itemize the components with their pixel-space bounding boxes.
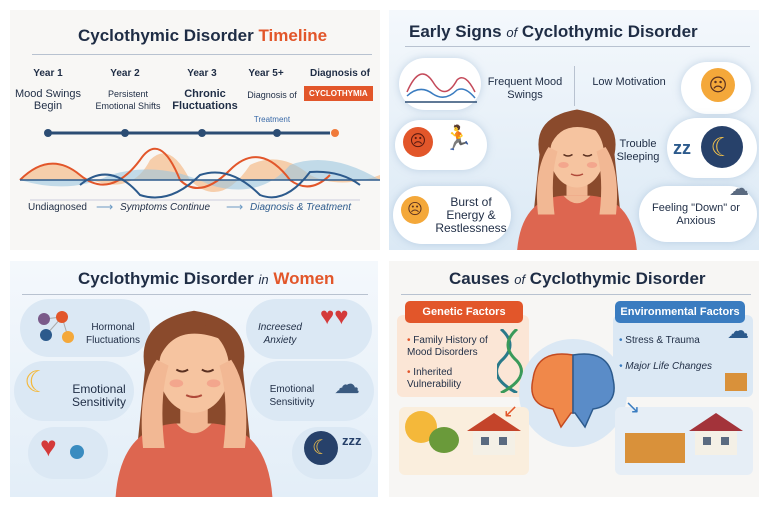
divider (405, 46, 750, 47)
early-signs-panel: Early Signs of Cyclothymic Disorder Freq… (389, 10, 759, 250)
arrow-icon: ⟶ (226, 200, 244, 214)
divider (22, 294, 368, 295)
timeline-graphic (19, 129, 380, 201)
flow-symptoms: Symptoms Continue (120, 202, 211, 213)
sensitivity-cloud-left (14, 361, 134, 421)
title-main: Cyclothymic Disorder (78, 269, 254, 288)
divider (32, 54, 372, 55)
title-of: of (506, 25, 518, 40)
stage-year: Year 1 (33, 68, 63, 79)
night-cloud-icon: ☁ (334, 369, 360, 399)
sign-low-motivation: Low Motivation (592, 76, 666, 88)
environmental-item: • Stress & Trauma (619, 335, 700, 346)
women-title: Cyclothymic Disorder in Women (78, 269, 334, 289)
worried-face-icon: ☹ (401, 196, 429, 224)
cyclothymia-badge: CYCLOTHYMIA (304, 86, 373, 101)
environmental-item-text: Stress & Trauma (625, 335, 700, 346)
title-b: Cyclothymic Disorder (521, 22, 698, 41)
moon-icon: ☾ (701, 126, 743, 168)
brain-icon (531, 353, 615, 429)
house-icon (689, 413, 743, 455)
timeline-dot (44, 129, 52, 137)
stage-sub: Treatment (253, 115, 291, 124)
timeline-dot (198, 129, 206, 137)
heart-icon: ♥♥ (320, 303, 349, 330)
timeline-title: Cyclothymic Disorder Timeline (78, 26, 327, 46)
timeline-dot (331, 129, 339, 137)
house-icon (467, 413, 521, 455)
divider (401, 294, 751, 295)
item-hormonal: Hormonal Fluctuations (86, 322, 140, 346)
stage-desc: Persistent Emotional Shifts (95, 89, 161, 111)
storm-cloud-icon: ☁ (729, 178, 749, 200)
arrow-icon: ↙ (503, 401, 519, 421)
moon-icon: ☾ (304, 431, 338, 465)
title-a: Early Signs (409, 22, 502, 41)
zzz-icon: zzz (342, 433, 362, 448)
heartbeat-icon: ♥ (40, 431, 57, 462)
woman-illustration (516, 108, 638, 250)
sign-feeling-down: Feeling "Down" or Anxious (652, 202, 740, 227)
stage-desc: Diagnosis of (247, 90, 297, 100)
storm-cloud-icon: ☁ (727, 318, 749, 343)
genetic-header: Genetic Factors (405, 301, 523, 323)
running-person-icon: 🏃 (443, 125, 473, 152)
anxious-cloud (639, 186, 757, 242)
item-sensitivity-left: Emotional Sensitivity (71, 382, 127, 409)
environmental-item-text: Major Life Changes (625, 361, 713, 372)
title-accent: Women (273, 269, 335, 288)
stage-year: Year 5+ (248, 68, 284, 79)
environmental-item: • Major Life Changes (619, 361, 713, 372)
zzz-icon: zz (673, 138, 691, 158)
sad-face-icon: ☹ (701, 68, 735, 102)
timeline-panel: Cyclothymic Disorder Timeline Year 1 Yea… (10, 10, 380, 250)
vertical-divider (574, 66, 575, 106)
sensitivity-cloud-right (250, 361, 374, 421)
timeline-dot (121, 129, 129, 137)
dna-icon (497, 329, 523, 393)
early-signs-title: Early Signs of Cyclothymic Disorder (409, 22, 698, 42)
anxiety-cloud (246, 299, 372, 359)
item-anxiety: Increesed Anxiety (258, 322, 302, 346)
title-a: Causes (449, 269, 510, 288)
boxes-icon (625, 433, 685, 463)
stage-year: Year 2 (110, 68, 140, 79)
sign-trouble-sleeping: Trouble Sleeping (616, 138, 660, 163)
title-in: in (258, 272, 269, 287)
arrow-icon: ↘ (625, 397, 641, 417)
causes-title: Causes of Cyclothymic Disorder (449, 269, 706, 289)
genetic-item: • Inherited Vulnerability (407, 367, 462, 390)
stage-desc: Chronic Fluctuations (172, 88, 238, 112)
moving-box-icon (725, 373, 747, 391)
genetic-item: • Family History of Mood Disorders (407, 335, 488, 358)
angry-face-icon: ☹ (403, 127, 433, 157)
molecule-icon (38, 311, 74, 343)
flow-diagnosis: Diagnosis & Treatment (250, 202, 351, 213)
flow-undiagnosed: Undiagnosed (28, 202, 87, 213)
sign-energy: Burst of Energy & Restlessness (435, 195, 507, 235)
moon-icon: ☾ (24, 366, 51, 399)
title-main: Cyclothymic Disorder (78, 26, 254, 45)
arrow-icon: ⟶ (96, 200, 114, 214)
item-sensitivity-right: Emotional Sensitivity (269, 384, 315, 408)
title-b: Cyclothymic Disorder (529, 269, 706, 288)
hormonal-cloud (20, 299, 150, 357)
causes-panel: Causes of Cyclothymic Disorder Genetic F… (389, 261, 759, 497)
heart-cloud-left (28, 427, 108, 479)
mood-chart-icon (405, 73, 477, 103)
genetic-item-text: Family History of Mood Disorders (407, 335, 488, 358)
stage-desc: Mood Swings Begin (14, 88, 82, 112)
timeline-dot (273, 129, 281, 137)
pill-icon (70, 445, 84, 459)
genetic-item-text: Inherited Vulnerability (407, 367, 462, 390)
title-accent: Timeline (258, 26, 328, 45)
title-of: of (514, 272, 526, 287)
final-label: Diagnosis of (309, 68, 370, 79)
environmental-header: Environmental Factors (615, 301, 745, 323)
women-panel: Cyclothymic Disorder in Women Hormonal F… (10, 261, 378, 497)
tree-icon (429, 427, 459, 453)
sign-mood-swings: Frequent Mood Swings (487, 76, 563, 101)
stage-year: Year 3 (187, 68, 217, 79)
